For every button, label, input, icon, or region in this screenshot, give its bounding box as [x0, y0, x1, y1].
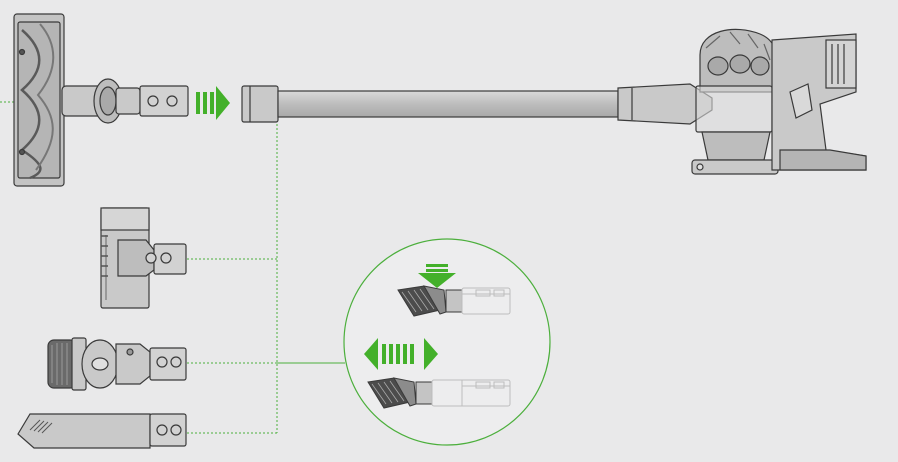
guide-lines	[0, 101, 278, 434]
press-down-arrow-icon	[418, 264, 456, 288]
brush-tool-step2	[367, 377, 511, 409]
crevice-tool	[17, 413, 187, 449]
mini-motorized-tool	[100, 207, 187, 309]
main-body	[691, 28, 867, 175]
combination-tool	[47, 337, 187, 391]
inset-detail	[343, 238, 551, 446]
brush-tool-step1	[397, 285, 511, 317]
insert-arrow-icon	[196, 86, 230, 120]
slide-arrow-icon	[364, 338, 438, 370]
wand	[241, 83, 713, 125]
motorhead-cleaner-head	[13, 13, 189, 187]
